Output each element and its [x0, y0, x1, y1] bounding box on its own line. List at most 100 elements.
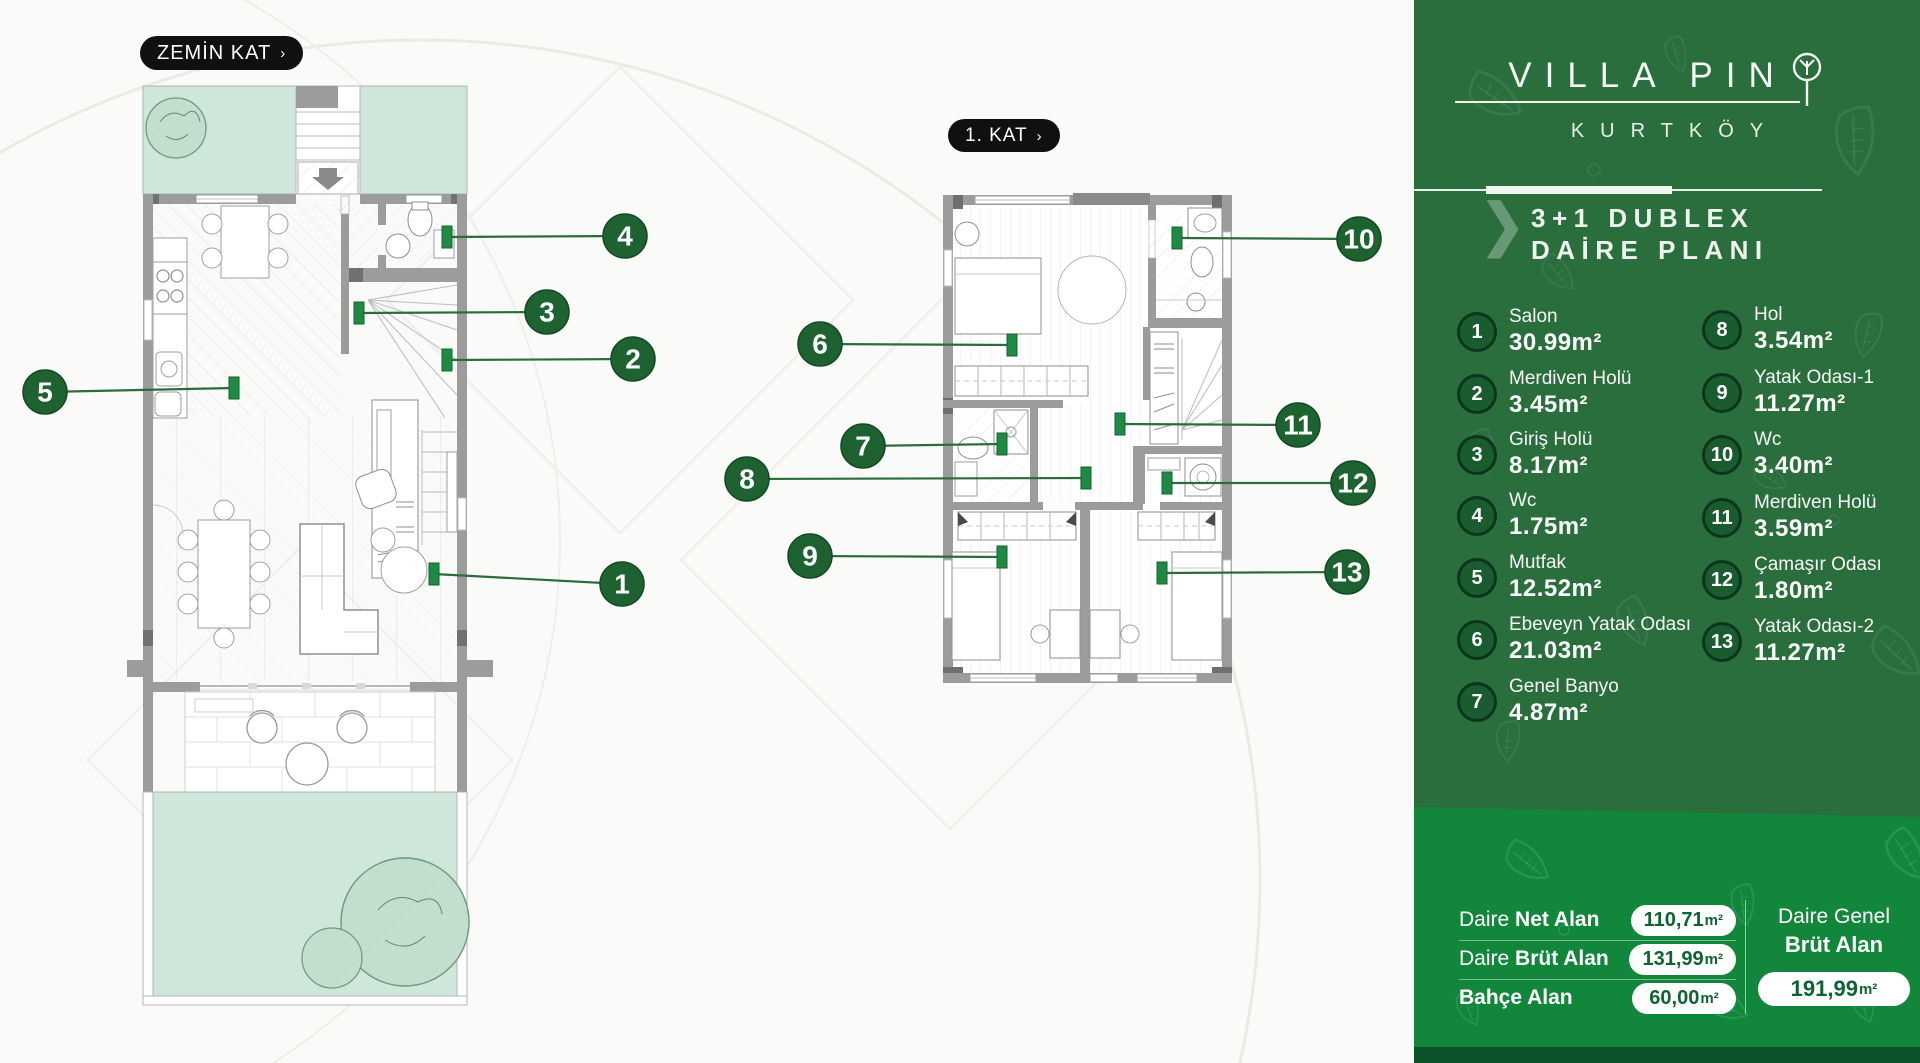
marker-number: 10 [1343, 224, 1374, 255]
marker-target [1156, 561, 1168, 585]
summary-row-label: Daire Brüt Alan [1459, 947, 1609, 970]
marker-target [1171, 226, 1183, 250]
legend-room-area: 3.54m² [1754, 326, 1834, 354]
marker-target [1006, 333, 1018, 357]
legend-room-name: Ebeveyn Yatak Odası [1509, 614, 1692, 636]
legend-number-badge: 10 [1702, 435, 1742, 475]
section-divider-accent [1486, 186, 1672, 194]
marker-target [428, 562, 440, 586]
marker-number: 2 [625, 344, 641, 375]
marker-leader-line [446, 234, 626, 239]
marker-target [1114, 412, 1126, 436]
header-chevron-icon: ❯ [1480, 193, 1526, 257]
legend-room-area: 3.45m² [1509, 390, 1589, 418]
zemin-kat-plan [127, 85, 493, 1006]
marker-number: 9 [802, 541, 818, 572]
marker-target [1080, 466, 1092, 490]
legend-number-badge: 12 [1702, 560, 1742, 600]
legend-room-name: Hol [1754, 304, 1783, 326]
legend-room-name: Çamaşır Odası [1754, 554, 1882, 576]
marker-circle-13 [1324, 549, 1370, 595]
marker-leader-line [433, 572, 623, 586]
floor-label-1-kat[interactable]: 1. KAT › [948, 119, 1060, 152]
marker-target [996, 432, 1008, 456]
brand-name-text: VILLA PIN [1508, 56, 1787, 95]
marker-number: 5 [37, 377, 53, 408]
legend-number-badge: 6 [1457, 620, 1497, 660]
marker-leader-line [1119, 422, 1299, 427]
summary-row-label: Bahçe Alan [1459, 986, 1573, 1009]
brand-rule [1455, 101, 1800, 103]
marker-circle-3 [524, 289, 570, 335]
floor-label-zemin-text: ZEMİN KAT [157, 41, 272, 64]
legend-number-badge: 3 [1457, 435, 1497, 475]
legend-number-badge: 4 [1457, 496, 1497, 536]
legend-room-area: 30.99m² [1509, 328, 1602, 356]
marker-number: 3 [539, 297, 555, 328]
legend-room-name: Merdiven Holü [1754, 492, 1877, 514]
marker-number: 13 [1331, 557, 1362, 588]
summary-right-line2: Brüt Alan [1784, 932, 1884, 957]
marker-number: 11 [1283, 410, 1313, 441]
legend-number-badge: 11 [1702, 498, 1742, 538]
legend-number-badge: 7 [1457, 682, 1497, 722]
summary-row-label: Daire Net Alan [1459, 908, 1600, 931]
legend-room-name: Yatak Odası-1 [1754, 367, 1875, 389]
marker-circle-11 [1275, 402, 1321, 448]
legend-room-area: 4.87m² [1509, 698, 1589, 726]
legend-room-area: 21.03m² [1509, 636, 1602, 664]
marker-number: 8 [739, 464, 755, 495]
legend-number-badge: 5 [1457, 558, 1497, 598]
marker-number: 12 [1337, 468, 1368, 499]
sidebar-footer-strip [1414, 1047, 1920, 1063]
marker-leader-line [1176, 236, 1360, 241]
legend-room-area: 3.59m² [1754, 514, 1834, 542]
marker-circle-6 [797, 321, 843, 367]
marker-circle-1 [599, 561, 645, 607]
chevron-right-icon: › [280, 45, 287, 62]
marker-number: 1 [614, 569, 630, 600]
summary-row-divider [1459, 978, 1736, 980]
marker-circle-4 [602, 213, 648, 259]
marker-number: 6 [812, 329, 828, 360]
marker-circle-7 [840, 423, 886, 469]
legend-room-name: Genel Banyo [1509, 676, 1619, 698]
summary-right-value: 191,99 [1790, 976, 1858, 1001]
marker-leader-line [809, 554, 1003, 559]
marker-leader-line [358, 310, 548, 315]
legend-number-badge: 9 [1702, 373, 1742, 413]
legend-room-area: 11.27m² [1754, 638, 1846, 666]
marker-number: 7 [855, 431, 871, 462]
marker-target [441, 225, 453, 249]
marker-leader-line [746, 476, 1087, 481]
chevron-right-icon: › [1036, 127, 1043, 145]
marker-circle-8 [724, 456, 770, 502]
floor-label-zemin-kat[interactable]: ZEMİN KAT › [140, 36, 304, 70]
marker-leader-line [1161, 570, 1348, 575]
marker-target [441, 348, 453, 372]
marker-circle-10 [1336, 216, 1382, 262]
legend-room-area: 11.27m² [1754, 389, 1846, 417]
legend-number-badge: 13 [1702, 622, 1742, 662]
legend-room-name: Wc [1754, 429, 1782, 451]
marker-target [1161, 471, 1173, 495]
legend-room-name: Salon [1509, 306, 1558, 328]
legend-room-name: Merdiven Holü [1509, 368, 1632, 390]
